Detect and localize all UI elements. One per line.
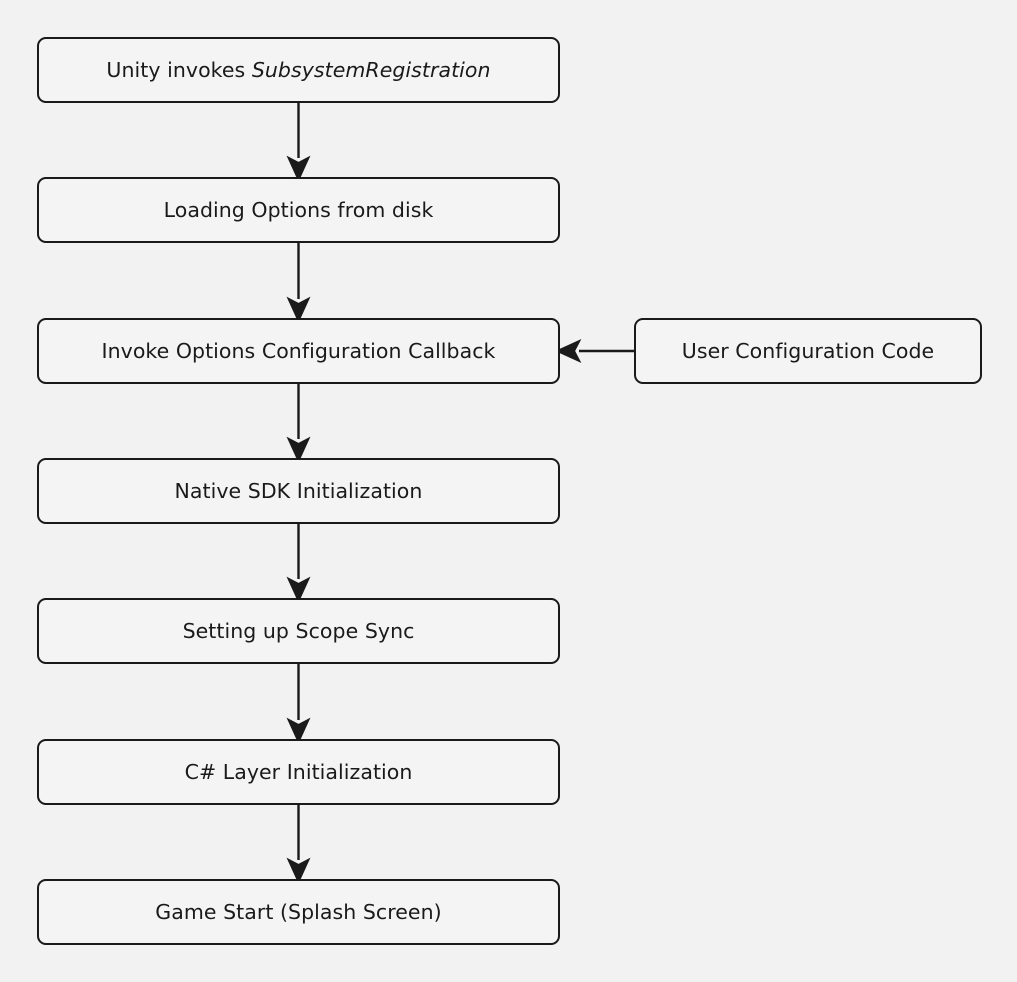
node-scope-sync[interactable]: Setting up Scope Sync [37,598,560,664]
node-loading-options[interactable]: Loading Options from disk [37,177,560,243]
node-label-csharp-layer-init: C# Layer Initialization [184,759,413,784]
node-invoke-options-callback[interactable]: Invoke Options Configuration Callback [37,318,560,384]
node-label-loading-options: Loading Options from disk [163,197,434,222]
node-csharp-layer-init[interactable]: C# Layer Initialization [37,739,560,805]
node-native-sdk-init[interactable]: Native SDK Initialization [37,458,560,524]
node-label-subsystem-registration: Unity invokes SubsystemRegistration [106,58,490,83]
node-label-scope-sync: Setting up Scope Sync [182,618,415,643]
node-subsystem-registration[interactable]: Unity invokes SubsystemRegistration [37,37,560,103]
node-label-user-configuration-code: User Configuration Code [681,338,935,363]
node-label-invoke-options-callback: Invoke Options Configuration Callback [101,338,496,363]
node-label-game-start: Game Start (Splash Screen) [155,899,442,924]
node-label-prefix: Unity invokes [106,57,252,82]
node-game-start[interactable]: Game Start (Splash Screen) [37,879,560,945]
node-label-emphasis: SubsystemRegistration [251,57,491,82]
node-user-configuration-code[interactable]: User Configuration Code [634,318,982,384]
node-label-native-sdk-init: Native SDK Initialization [174,478,423,503]
